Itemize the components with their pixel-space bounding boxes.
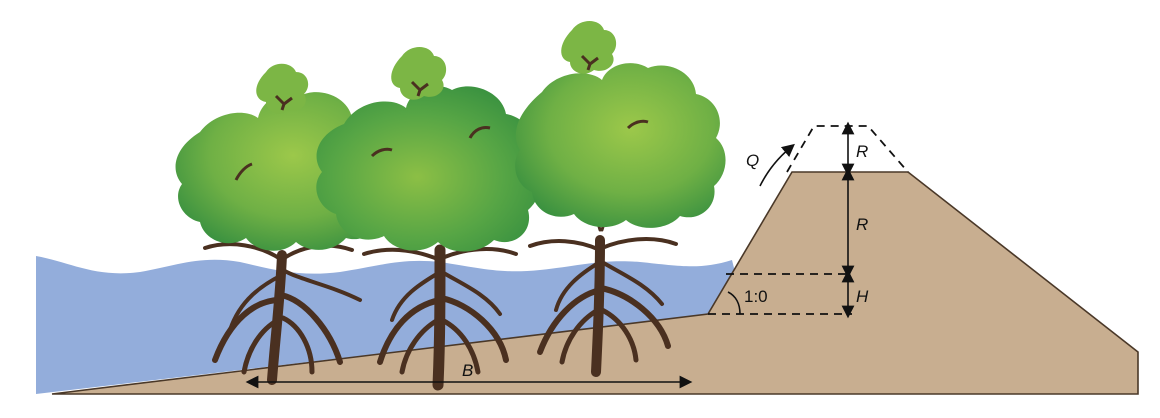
run-up-lower-label: R [856,215,868,234]
run-up-upper-label: R [856,142,868,161]
water [36,256,736,394]
slope-label: 1:0 [744,287,768,306]
wave-height-label: H [856,287,869,306]
mangrove-tree-2 [316,47,542,391]
mangrove-tree-3 [515,21,726,377]
overtopping-arrow [759,143,795,187]
overtopping-label: Q [746,151,759,170]
slope-angle-arc [727,291,741,315]
forest-width-label: B [462,361,473,380]
